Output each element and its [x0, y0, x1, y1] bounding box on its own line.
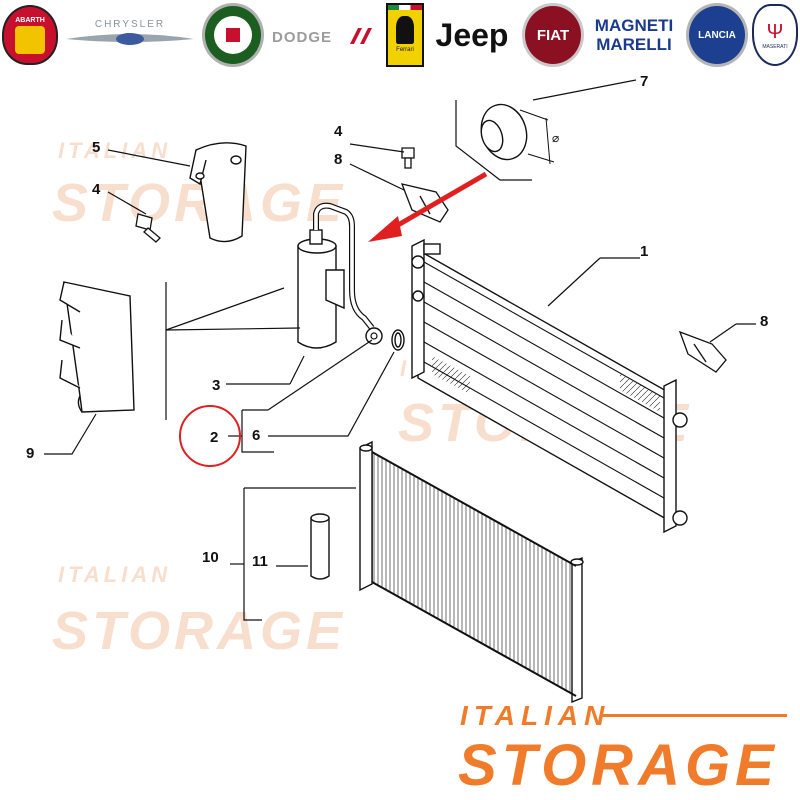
chrysler-logo: CHRYSLER: [64, 4, 196, 66]
o-ring: [391, 329, 405, 351]
highlight-arrow: [368, 171, 488, 242]
fiat-logo: FIAT: [522, 3, 584, 67]
side-shroud: [59, 281, 135, 413]
filter-cartridge: [310, 513, 330, 580]
maserati-logo: Ψ MASERATI: [752, 4, 798, 66]
receiver-drier: [297, 229, 345, 349]
condenser-lower: [359, 440, 584, 704]
svg-text:DODGE: DODGE: [272, 29, 332, 46]
mounting-bracket: [189, 142, 247, 243]
dodge-logo: DODGE: [270, 4, 374, 66]
logo-accent-bar: [602, 714, 787, 717]
callout-3: 3: [212, 377, 220, 394]
callout-10: 10: [202, 549, 219, 566]
alfa-romeo-logo: [202, 3, 264, 67]
callout-4-top: 4: [334, 123, 343, 140]
highlight-circle: [179, 405, 241, 467]
refrigerant-pipe: [313, 202, 383, 345]
svg-text:CHRYSLER: CHRYSLER: [95, 19, 165, 30]
italian-storage-logo: ITALIAN STORAGE: [452, 700, 797, 800]
condenser-upper: [411, 238, 688, 534]
callout-4-left: 4: [92, 181, 101, 198]
callout-2: 2: [210, 429, 218, 446]
callout-8-top: 8: [334, 151, 342, 168]
abarth-logo: ABARTH: [2, 4, 58, 66]
jeep-logo: Jeep: [435, 16, 509, 53]
callout-1: 1: [640, 243, 648, 260]
brand-logo-bar: ABARTH CHRYSLER DODGE: [0, 0, 800, 72]
lancia-logo: LANCIA: [686, 3, 748, 67]
callout-7: 7: [640, 73, 648, 90]
seal-cap: [480, 103, 555, 165]
diameter-symbol: ⌀: [552, 131, 559, 145]
callout-6: 6: [252, 427, 260, 444]
retaining-clip-right: [678, 330, 727, 373]
callout-5: 5: [92, 139, 100, 156]
ferrari-logo: Ferrari: [386, 3, 424, 67]
logo-line-storage: STORAGE: [458, 733, 779, 798]
callout-9: 9: [26, 445, 34, 462]
magneti-marelli-logo: MAGNETI MARELLI: [594, 16, 674, 54]
logo-line-italian: ITALIAN: [460, 700, 611, 731]
retaining-clip-top: [400, 183, 449, 223]
callout-11: 11: [252, 553, 268, 570]
bolt-top: [401, 147, 415, 169]
bolt-left: [135, 213, 161, 243]
callout-8-right: 8: [760, 313, 768, 330]
